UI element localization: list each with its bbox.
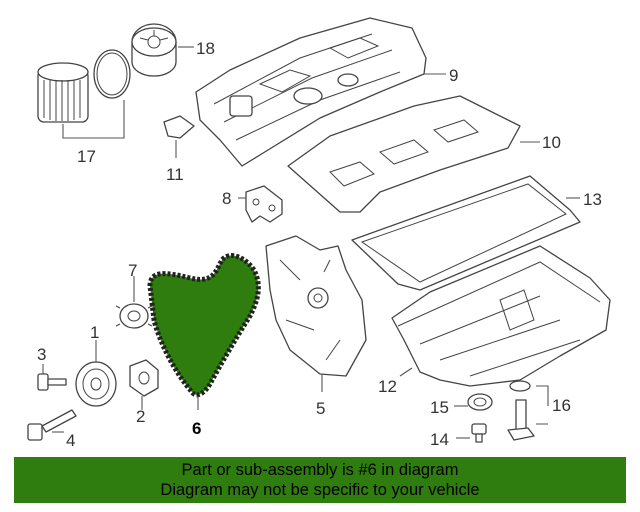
oil-pan	[391, 245, 611, 387]
callout-14: 14	[430, 430, 449, 449]
callout-9: 9	[449, 66, 458, 85]
callout-10: 10	[542, 133, 561, 152]
crankshaft-pulley	[75, 361, 117, 407]
callout-1: 1	[90, 323, 99, 342]
valve-cover	[195, 17, 427, 167]
callout-18: 18	[196, 39, 215, 58]
banner-line-disclaimer: Diagram may not be specific to your vehi…	[160, 481, 480, 499]
drain-plug	[471, 423, 487, 443]
callout-13: 13	[583, 190, 602, 209]
oil-filter-seal-ring	[93, 49, 131, 99]
crankshaft-gear	[129, 359, 159, 397]
bracket	[245, 185, 283, 223]
callout-7: 7	[128, 261, 137, 280]
oil-filler-gasket	[163, 115, 195, 139]
oil-filter-element	[37, 62, 89, 123]
timing-chain	[147, 253, 261, 398]
callout-5: 5	[316, 399, 325, 418]
sprocket	[115, 303, 153, 329]
callout-16: 16	[552, 396, 571, 415]
oil-pan-gasket	[351, 175, 581, 291]
oil-level-sensor	[507, 380, 535, 441]
leader-lines	[42, 46, 580, 439]
valve-cover-gasket	[287, 95, 521, 213]
oil-filter-cap	[131, 23, 177, 77]
timing-cover	[265, 235, 367, 377]
callout-17: 17	[77, 147, 96, 166]
callout-3: 3	[37, 345, 46, 364]
parts-diagram: 18 9 10 17 11 8 13 7 1 3 12 5 15 16 2 4 …	[27, 17, 611, 450]
crankshaft-bolt	[27, 409, 77, 441]
seal	[467, 393, 493, 411]
callout-12: 12	[378, 377, 397, 396]
bolt	[37, 373, 67, 391]
callout-2: 2	[136, 407, 145, 426]
callout-11: 11	[166, 165, 184, 184]
callout-15: 15	[430, 398, 449, 417]
banner-line-part: Part or sub-assembly is #6 in diagram	[181, 461, 459, 479]
callout-6: 6	[192, 419, 201, 438]
callout-8: 8	[222, 189, 231, 208]
callout-4: 4	[66, 431, 75, 450]
info-banner: Part or sub-assembly is #6 in diagram Di…	[14, 457, 626, 503]
